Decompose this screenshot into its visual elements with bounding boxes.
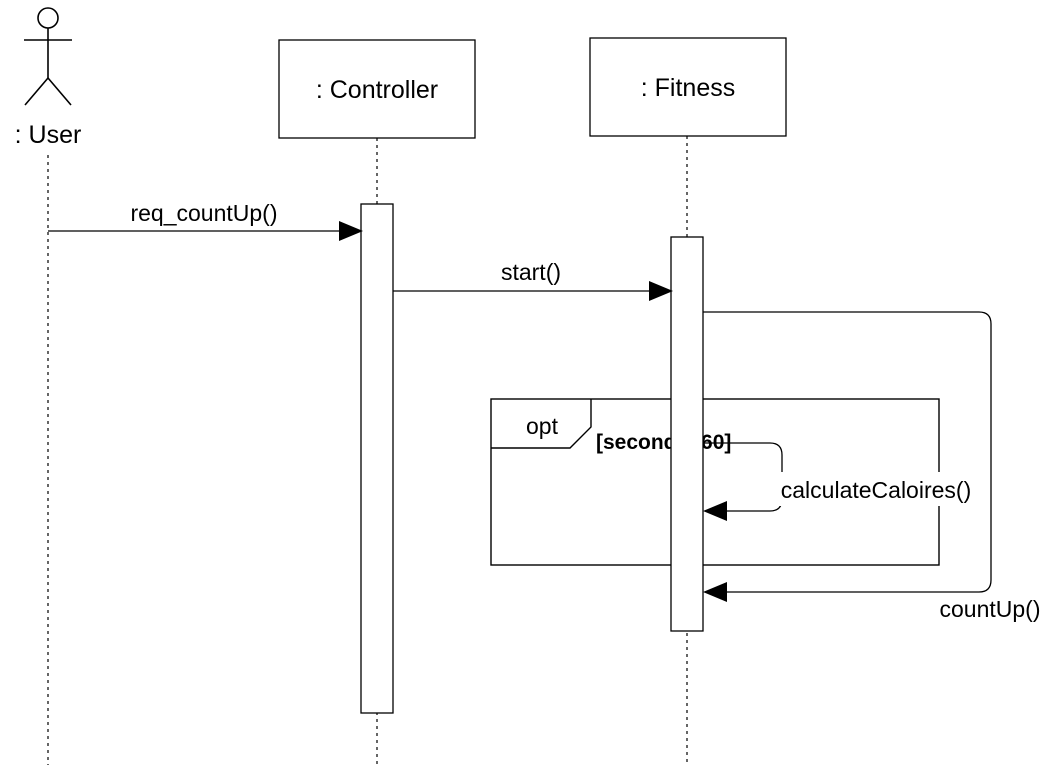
calculate-caloires-label: calculateCaloires() (781, 477, 971, 503)
countup-arrow (703, 311, 992, 602)
actor-user-label: : User (15, 121, 82, 149)
message-countup: countUp() (703, 311, 1041, 622)
actor-user: : User (15, 7, 82, 149)
message-start: start() (393, 259, 673, 301)
lifeline-fitness: : Fitness (589, 37, 787, 137)
fitness-head-box (589, 37, 787, 137)
countup-label: countUp() (940, 596, 1041, 622)
controller-label: : Controller (316, 76, 438, 104)
calculate-caloires-label-bg (750, 472, 1002, 506)
fitness-label: : Fitness (641, 74, 735, 102)
opt-operator-label: opt (526, 413, 559, 439)
opt-operator-tab (491, 399, 592, 449)
controller-activation-bar (360, 203, 394, 714)
controller-head-box (278, 39, 476, 139)
fitness-activation-bar (670, 236, 704, 632)
req-countup-label: req_countUp() (130, 200, 277, 226)
start-label: start() (501, 259, 561, 285)
message-req-countup: req_countUp() (48, 200, 363, 241)
message-calculate-caloires: calculateCaloires() (703, 442, 1002, 521)
lifeline-controller: : Controller (278, 39, 476, 139)
stick-figure-icon (24, 7, 72, 106)
